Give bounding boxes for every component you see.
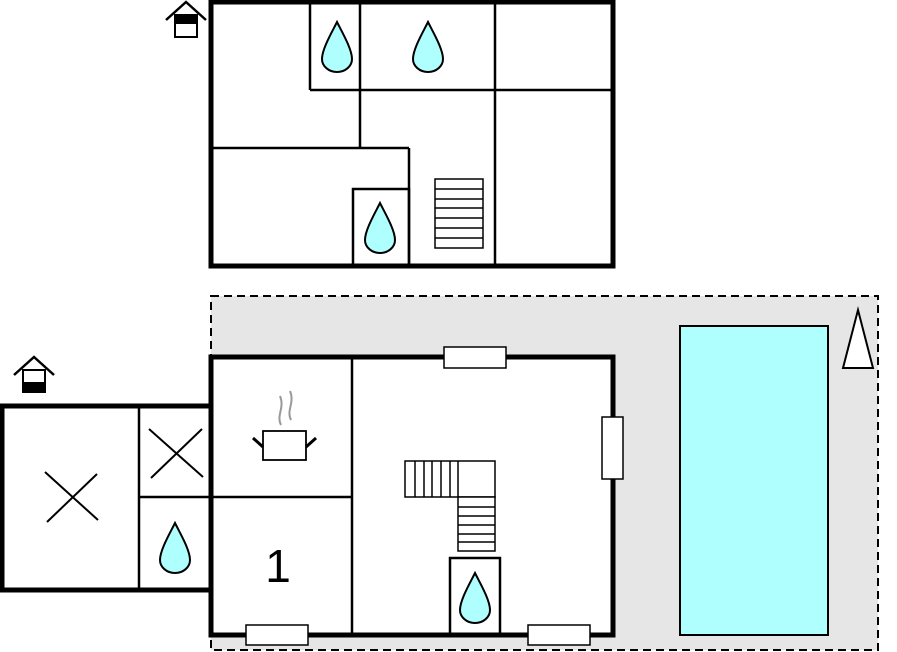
stairs-icon bbox=[434, 178, 484, 249]
upper-floor bbox=[165, 0, 616, 269]
room-number-label: 1 bbox=[265, 540, 291, 592]
shower-drop-icon bbox=[158, 520, 192, 574]
entrance-house-icon bbox=[13, 355, 55, 393]
window-icon bbox=[245, 624, 309, 646]
cross-room-icon bbox=[148, 428, 204, 479]
shower-cubicle bbox=[448, 556, 502, 637]
window-icon bbox=[601, 416, 624, 480]
shower-drop-icon bbox=[458, 570, 492, 624]
stairs-icon bbox=[404, 460, 496, 552]
upper-outer-wall bbox=[208, 0, 616, 269]
shower-drop-icon bbox=[320, 19, 354, 73]
window-icon bbox=[443, 346, 507, 369]
window-icon bbox=[527, 624, 591, 646]
shower-drop-icon bbox=[363, 200, 397, 254]
cross-room-icon bbox=[44, 471, 99, 523]
cooking-pot-icon bbox=[251, 390, 318, 461]
pool bbox=[679, 325, 829, 636]
ground-floor: 1 bbox=[0, 295, 879, 651]
shower-drop-icon bbox=[411, 19, 445, 73]
main-outer-wall bbox=[208, 354, 616, 638]
tree-icon bbox=[841, 306, 875, 369]
entrance-house-icon bbox=[165, 0, 207, 38]
shower-cubicle bbox=[351, 187, 411, 268]
